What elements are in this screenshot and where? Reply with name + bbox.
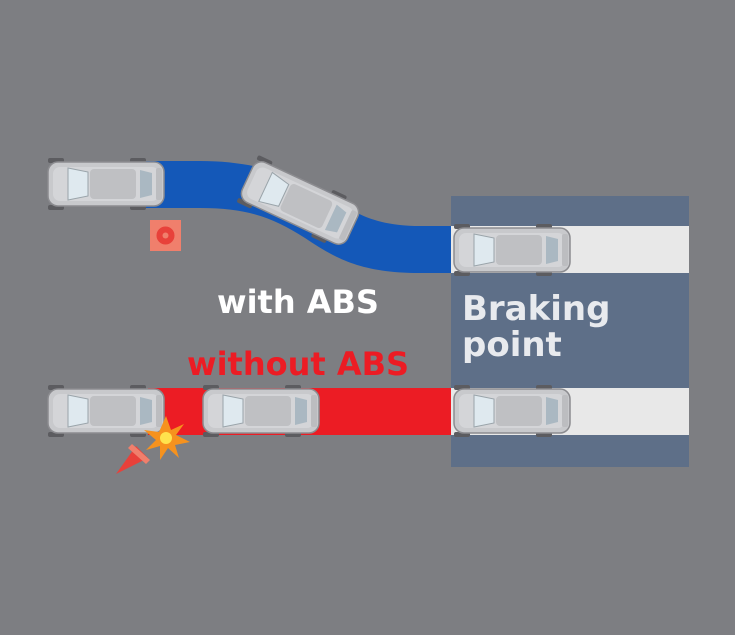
braking-point-label-line2: point xyxy=(462,325,562,365)
car-icon xyxy=(453,223,571,277)
car-icon xyxy=(453,384,571,438)
braking-point-label-line1: Braking xyxy=(462,289,610,329)
car-icon xyxy=(47,157,165,211)
cone-icon xyxy=(116,444,150,474)
car-icon xyxy=(47,384,165,438)
car-icon xyxy=(202,384,320,438)
with-abs-label: with ABS xyxy=(217,283,379,321)
collision-burst-icon xyxy=(144,416,190,460)
obstacle-icon xyxy=(150,220,181,251)
without-abs-label: without ABS xyxy=(187,345,409,383)
